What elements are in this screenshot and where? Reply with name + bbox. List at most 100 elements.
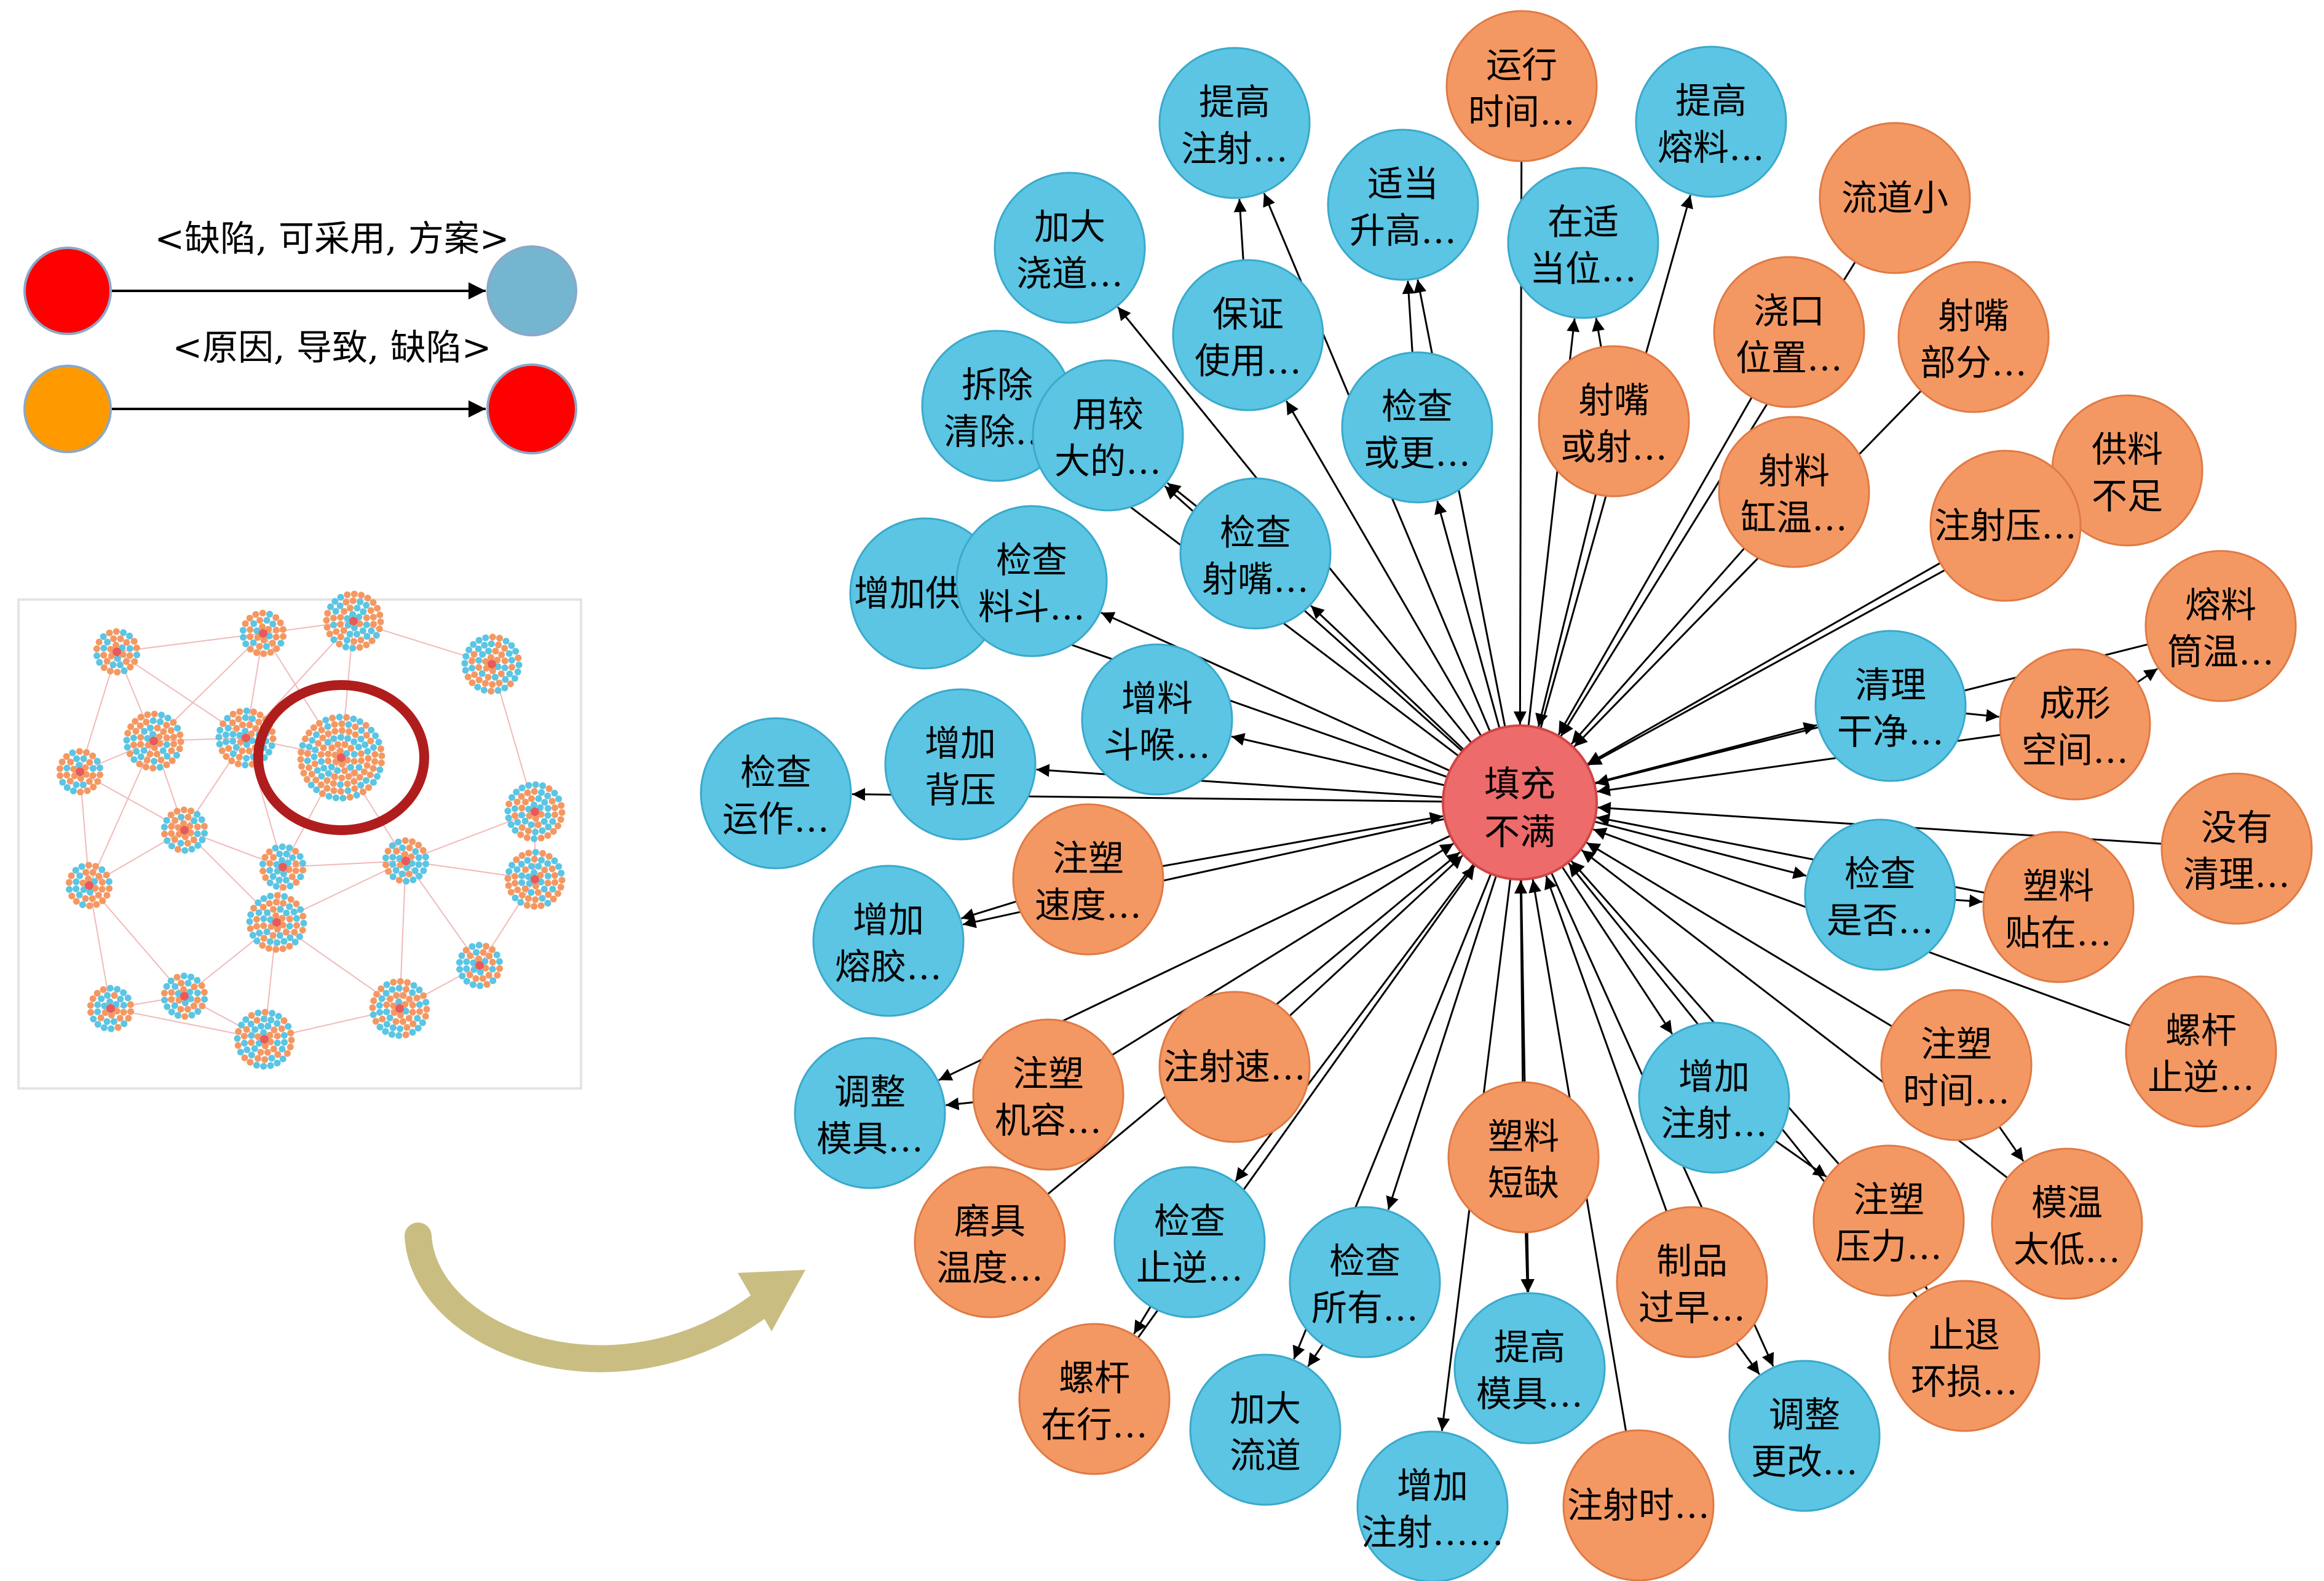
thumbnail-node	[296, 853, 304, 860]
solution-node[interactable]: 检查料斗…	[955, 505, 1108, 657]
cause-node[interactable]: 注塑时间…	[1880, 989, 2033, 1141]
cause-node[interactable]: 注塑速度…	[1012, 803, 1164, 956]
thumbnail-node	[252, 611, 259, 618]
thumbnail-node	[96, 659, 103, 666]
thumbnail-node	[282, 929, 290, 936]
cause-node[interactable]: 浇口位置…	[1713, 256, 1865, 408]
thumbnail-node	[403, 878, 410, 885]
cause-node[interactable]: 运行时间…	[1445, 10, 1598, 162]
solution-node[interactable]: 提高熔料…	[1635, 46, 1787, 198]
thumbnail-node	[239, 627, 247, 634]
thumbnail-node	[357, 636, 365, 644]
thumbnail-node	[285, 866, 293, 873]
thumbnail-node	[274, 892, 281, 899]
thumbnail-node	[357, 750, 365, 758]
thumbnail-node	[492, 648, 499, 655]
thumbnail-node	[269, 873, 277, 880]
solution-node[interactable]: 适当升高…	[1327, 129, 1479, 281]
node-circle	[1999, 648, 2151, 801]
cause-node[interactable]: 制品过早…	[1616, 1206, 1768, 1358]
solution-node[interactable]: 清理干净…	[1814, 630, 1967, 782]
thumbnail-node	[314, 767, 321, 774]
cause-node[interactable]: 成形空间…	[1999, 648, 2151, 801]
solution-node[interactable]: 检查是否…	[1804, 818, 1956, 971]
thumbnail-node	[247, 911, 255, 918]
thumbnail-node	[318, 772, 325, 780]
thumbnail-node	[111, 992, 118, 999]
thumbnail-node	[163, 761, 170, 769]
thumbnail-node	[409, 989, 416, 996]
cause-node[interactable]: 磨具温度…	[914, 1166, 1066, 1318]
thumbnail-node	[557, 816, 564, 823]
cause-node[interactable]: 注射压…	[1929, 450, 2082, 602]
solution-node[interactable]: 检查或更…	[1341, 351, 1493, 504]
thumbnail-node	[389, 842, 396, 849]
thumbnail-node	[324, 723, 331, 730]
thumbnail-node	[409, 876, 417, 884]
thumbnail-node	[216, 726, 224, 734]
solution-node[interactable]: 增加熔胶…	[812, 865, 965, 1017]
solution-node[interactable]: 提高模具…	[1453, 1292, 1606, 1444]
thumbnail-node	[377, 618, 384, 625]
cause-node[interactable]: 射嘴部分…	[1897, 261, 2050, 413]
solution-node[interactable]: 检查止逆…	[1113, 1166, 1266, 1318]
node-label-line: 模温	[2031, 1182, 2103, 1224]
solution-node[interactable]: 增加注射…	[1638, 1021, 1790, 1174]
solution-node[interactable]: 检查所有…	[1289, 1206, 1441, 1358]
solution-node[interactable]: 保证使用…	[1172, 259, 1324, 411]
solution-node[interactable]: 用较大的…	[1032, 359, 1184, 512]
cause-node[interactable]: 射料缸温…	[1718, 416, 1870, 568]
solution-node[interactable]: 加大浇道…	[994, 172, 1146, 324]
thumbnail-node	[68, 872, 75, 879]
thumbnail-node	[87, 1002, 94, 1009]
cause-node[interactable]: 注射速…	[1158, 991, 1311, 1143]
thumbnail-node	[343, 636, 350, 644]
cause-node[interactable]: 射嘴或射…	[1538, 345, 1690, 497]
solution-node[interactable]: 提高注射…	[1158, 47, 1311, 199]
cause-node[interactable]: 注塑压力…	[1812, 1144, 1965, 1297]
cause-node[interactable]: 螺杆止逆…	[2125, 975, 2277, 1128]
cause-node[interactable]: 止退环损…	[1888, 1280, 2041, 1432]
cause-node[interactable]: 模温太低…	[1991, 1147, 2143, 1300]
cause-node[interactable]: 注塑机容…	[972, 1018, 1124, 1171]
solution-node[interactable]: 增料斗喉…	[1081, 643, 1233, 796]
thumbnail-node	[89, 895, 96, 902]
thumbnail-node	[338, 727, 346, 734]
cause-node[interactable]: 流道小	[1819, 122, 1971, 274]
cause-node[interactable]: 塑料贴在…	[1982, 831, 2135, 983]
thumbnail-node	[260, 650, 267, 657]
thumbnail-node	[107, 646, 114, 653]
thumbnail-node	[518, 784, 526, 791]
node-label-line: 检查	[1381, 386, 1453, 427]
solution-node[interactable]: 检查射嘴…	[1179, 477, 1332, 630]
thumbnail-node	[273, 861, 280, 868]
solution-node[interactable]: 调整更改…	[1728, 1360, 1881, 1512]
thumbnail-node	[544, 860, 551, 867]
center-node[interactable]: 填充 不满	[1442, 724, 1598, 881]
node-circle	[1880, 989, 2033, 1141]
cause-node[interactable]: 注射时…	[1562, 1429, 1715, 1581]
thumbnail-node	[512, 826, 519, 834]
thumbnail-node	[242, 640, 250, 648]
thumbnail-node	[260, 1015, 267, 1023]
solution-node[interactable]: 检查运作…	[700, 717, 852, 870]
node-label-line: 清理…	[2183, 854, 2290, 895]
thumbnail-node	[540, 818, 548, 825]
node-circle	[794, 1037, 946, 1189]
thumbnail-node	[331, 727, 339, 735]
thumbnail-node	[253, 627, 261, 635]
thumbnail-node	[163, 983, 170, 990]
solution-node[interactable]: 在适当位…	[1507, 167, 1659, 319]
cause-node[interactable]: 螺杆在行…	[1018, 1323, 1171, 1475]
thumbnail-node	[325, 730, 332, 737]
cause-node[interactable]: 熔料筒温…	[2144, 550, 2297, 702]
thumbnail-node	[261, 1008, 269, 1016]
thumbnail-node	[276, 932, 283, 939]
solution-node[interactable]: 调整模具…	[794, 1037, 946, 1189]
solution-node[interactable]: 增加注射……	[1356, 1430, 1509, 1581]
cause-node[interactable]: 没有清理…	[2160, 772, 2313, 925]
thumbnail-node	[242, 714, 249, 721]
